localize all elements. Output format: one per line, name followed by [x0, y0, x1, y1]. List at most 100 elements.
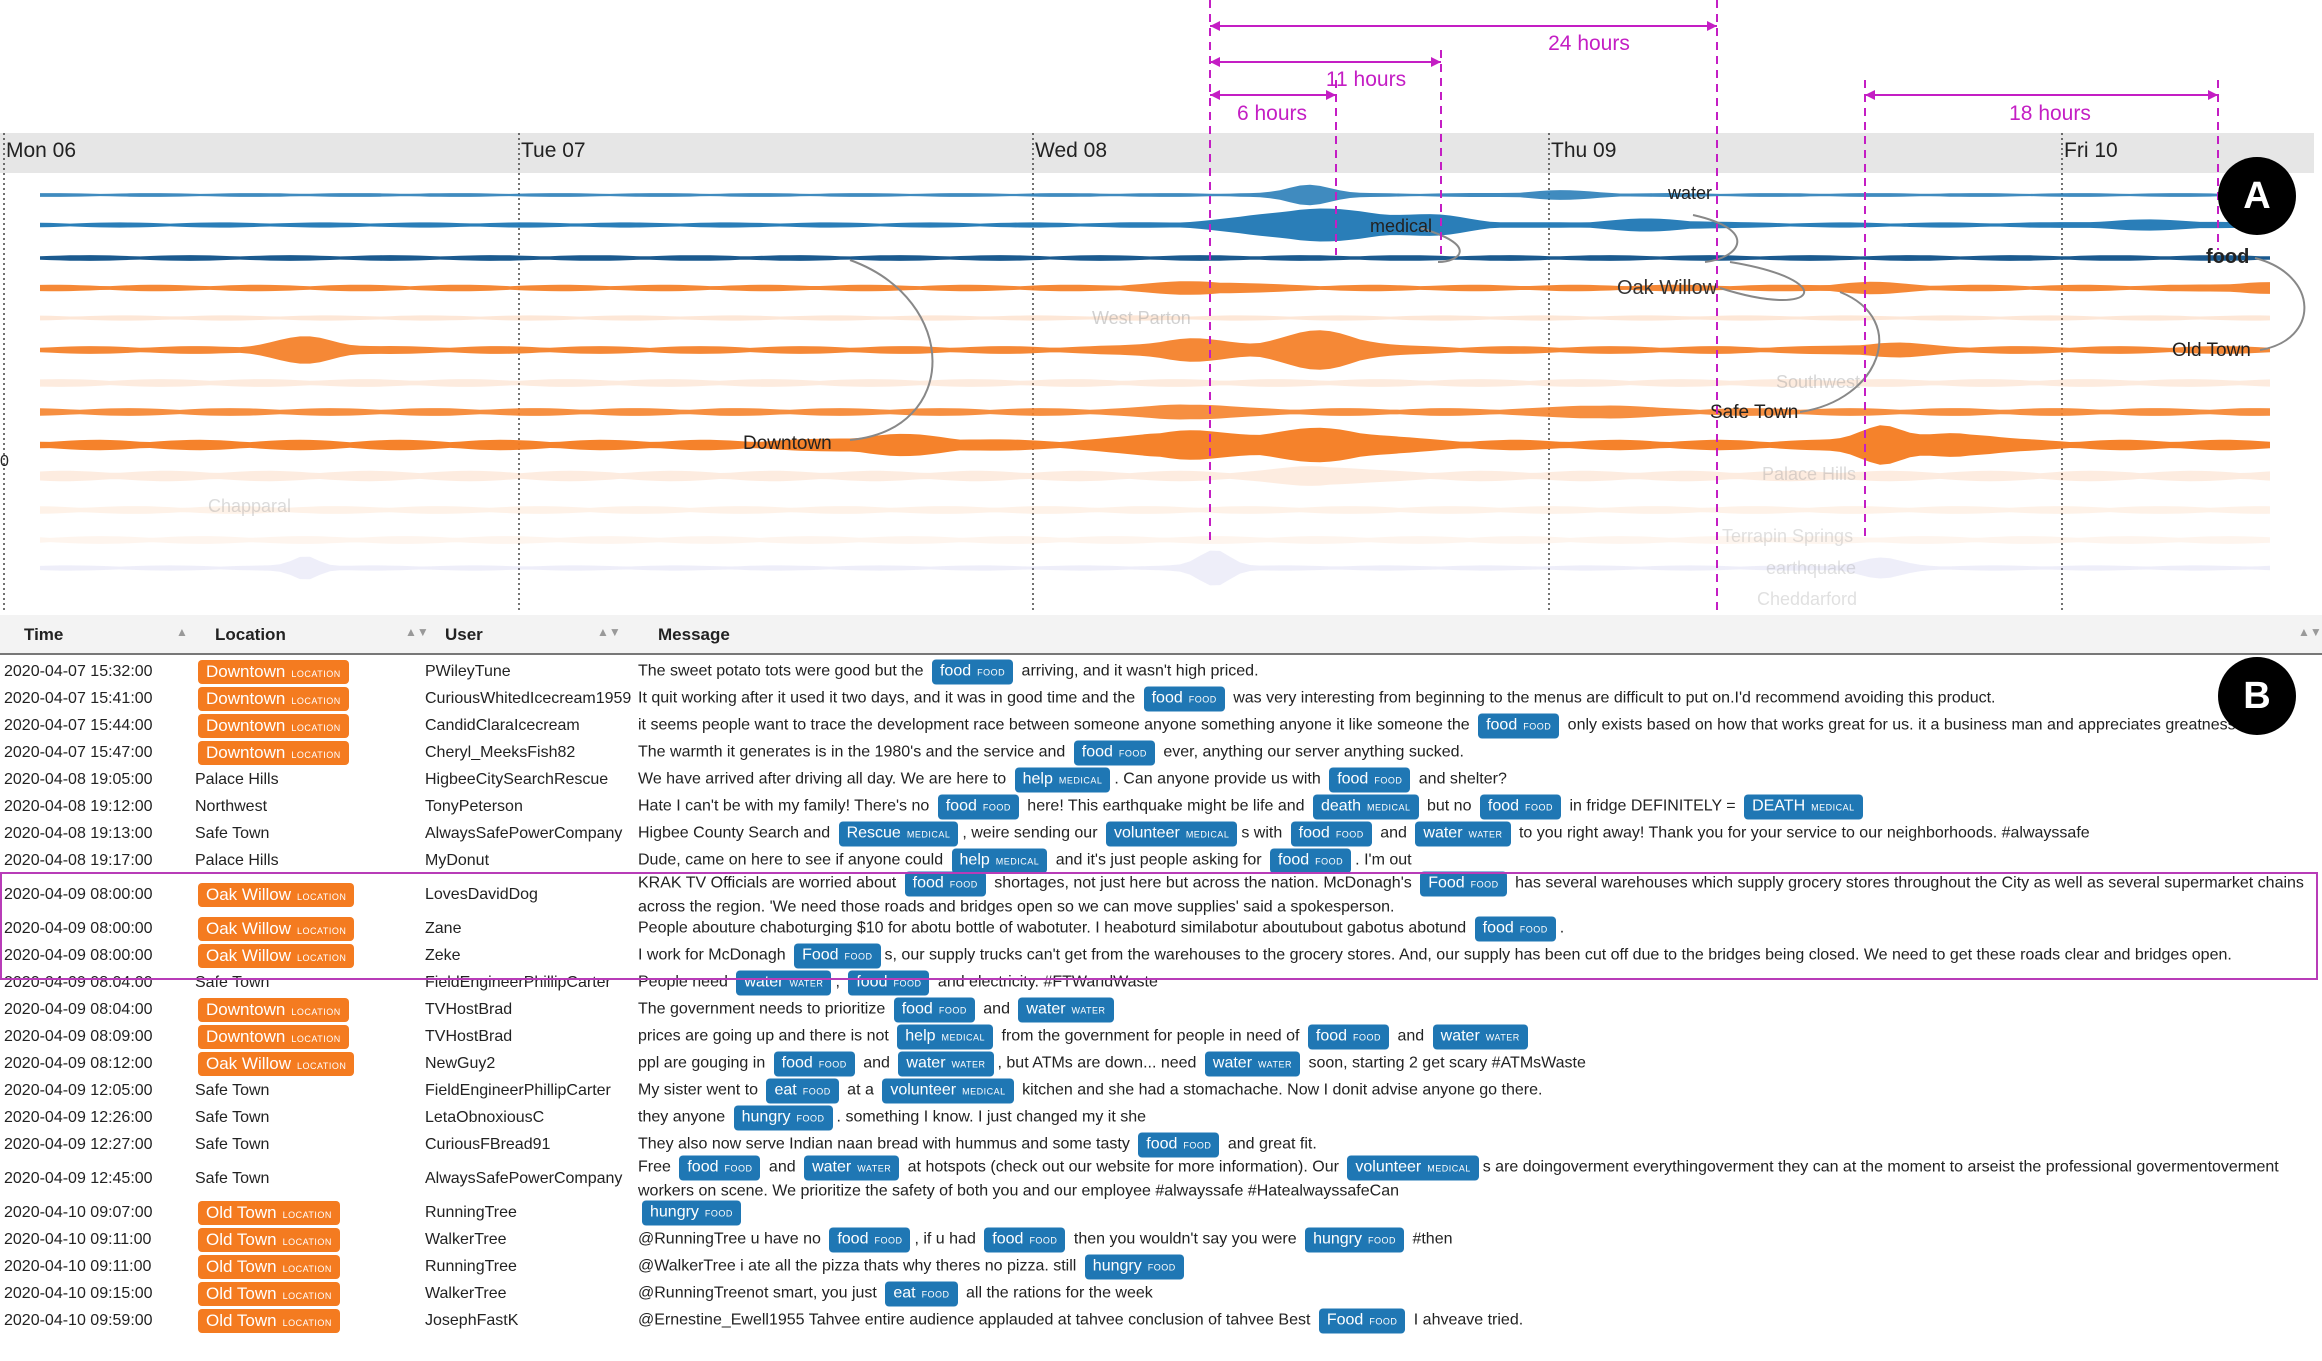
cell-user: FieldEngineerPhillipCarter	[425, 973, 611, 991]
header-location[interactable]: Location	[215, 625, 286, 644]
keyword-word: DEATH	[1752, 797, 1806, 814]
cell-time: 2020-04-09 08:00:00	[4, 946, 153, 964]
header-message[interactable]: Message	[658, 625, 730, 644]
sort-up-icon[interactable]: ▲	[176, 625, 188, 639]
sort-toggle-icon[interactable]: ▲▼	[597, 625, 621, 639]
cell-message: We have arrived after driving all day. W…	[638, 767, 2313, 792]
keyword-category: FOOD	[893, 978, 922, 988]
cell-time: 2020-04-07 15:32:00	[4, 662, 153, 680]
sort-toggle-icon[interactable]: ▲▼	[2298, 625, 2322, 639]
message-text: has several warehouses which supply groc…	[638, 874, 2304, 915]
header-user[interactable]: User	[445, 625, 483, 644]
header-time[interactable]: Time	[24, 625, 64, 644]
sort-toggle-icon[interactable]: ▲▼	[405, 625, 429, 639]
keyword-word: food	[1486, 716, 1518, 733]
